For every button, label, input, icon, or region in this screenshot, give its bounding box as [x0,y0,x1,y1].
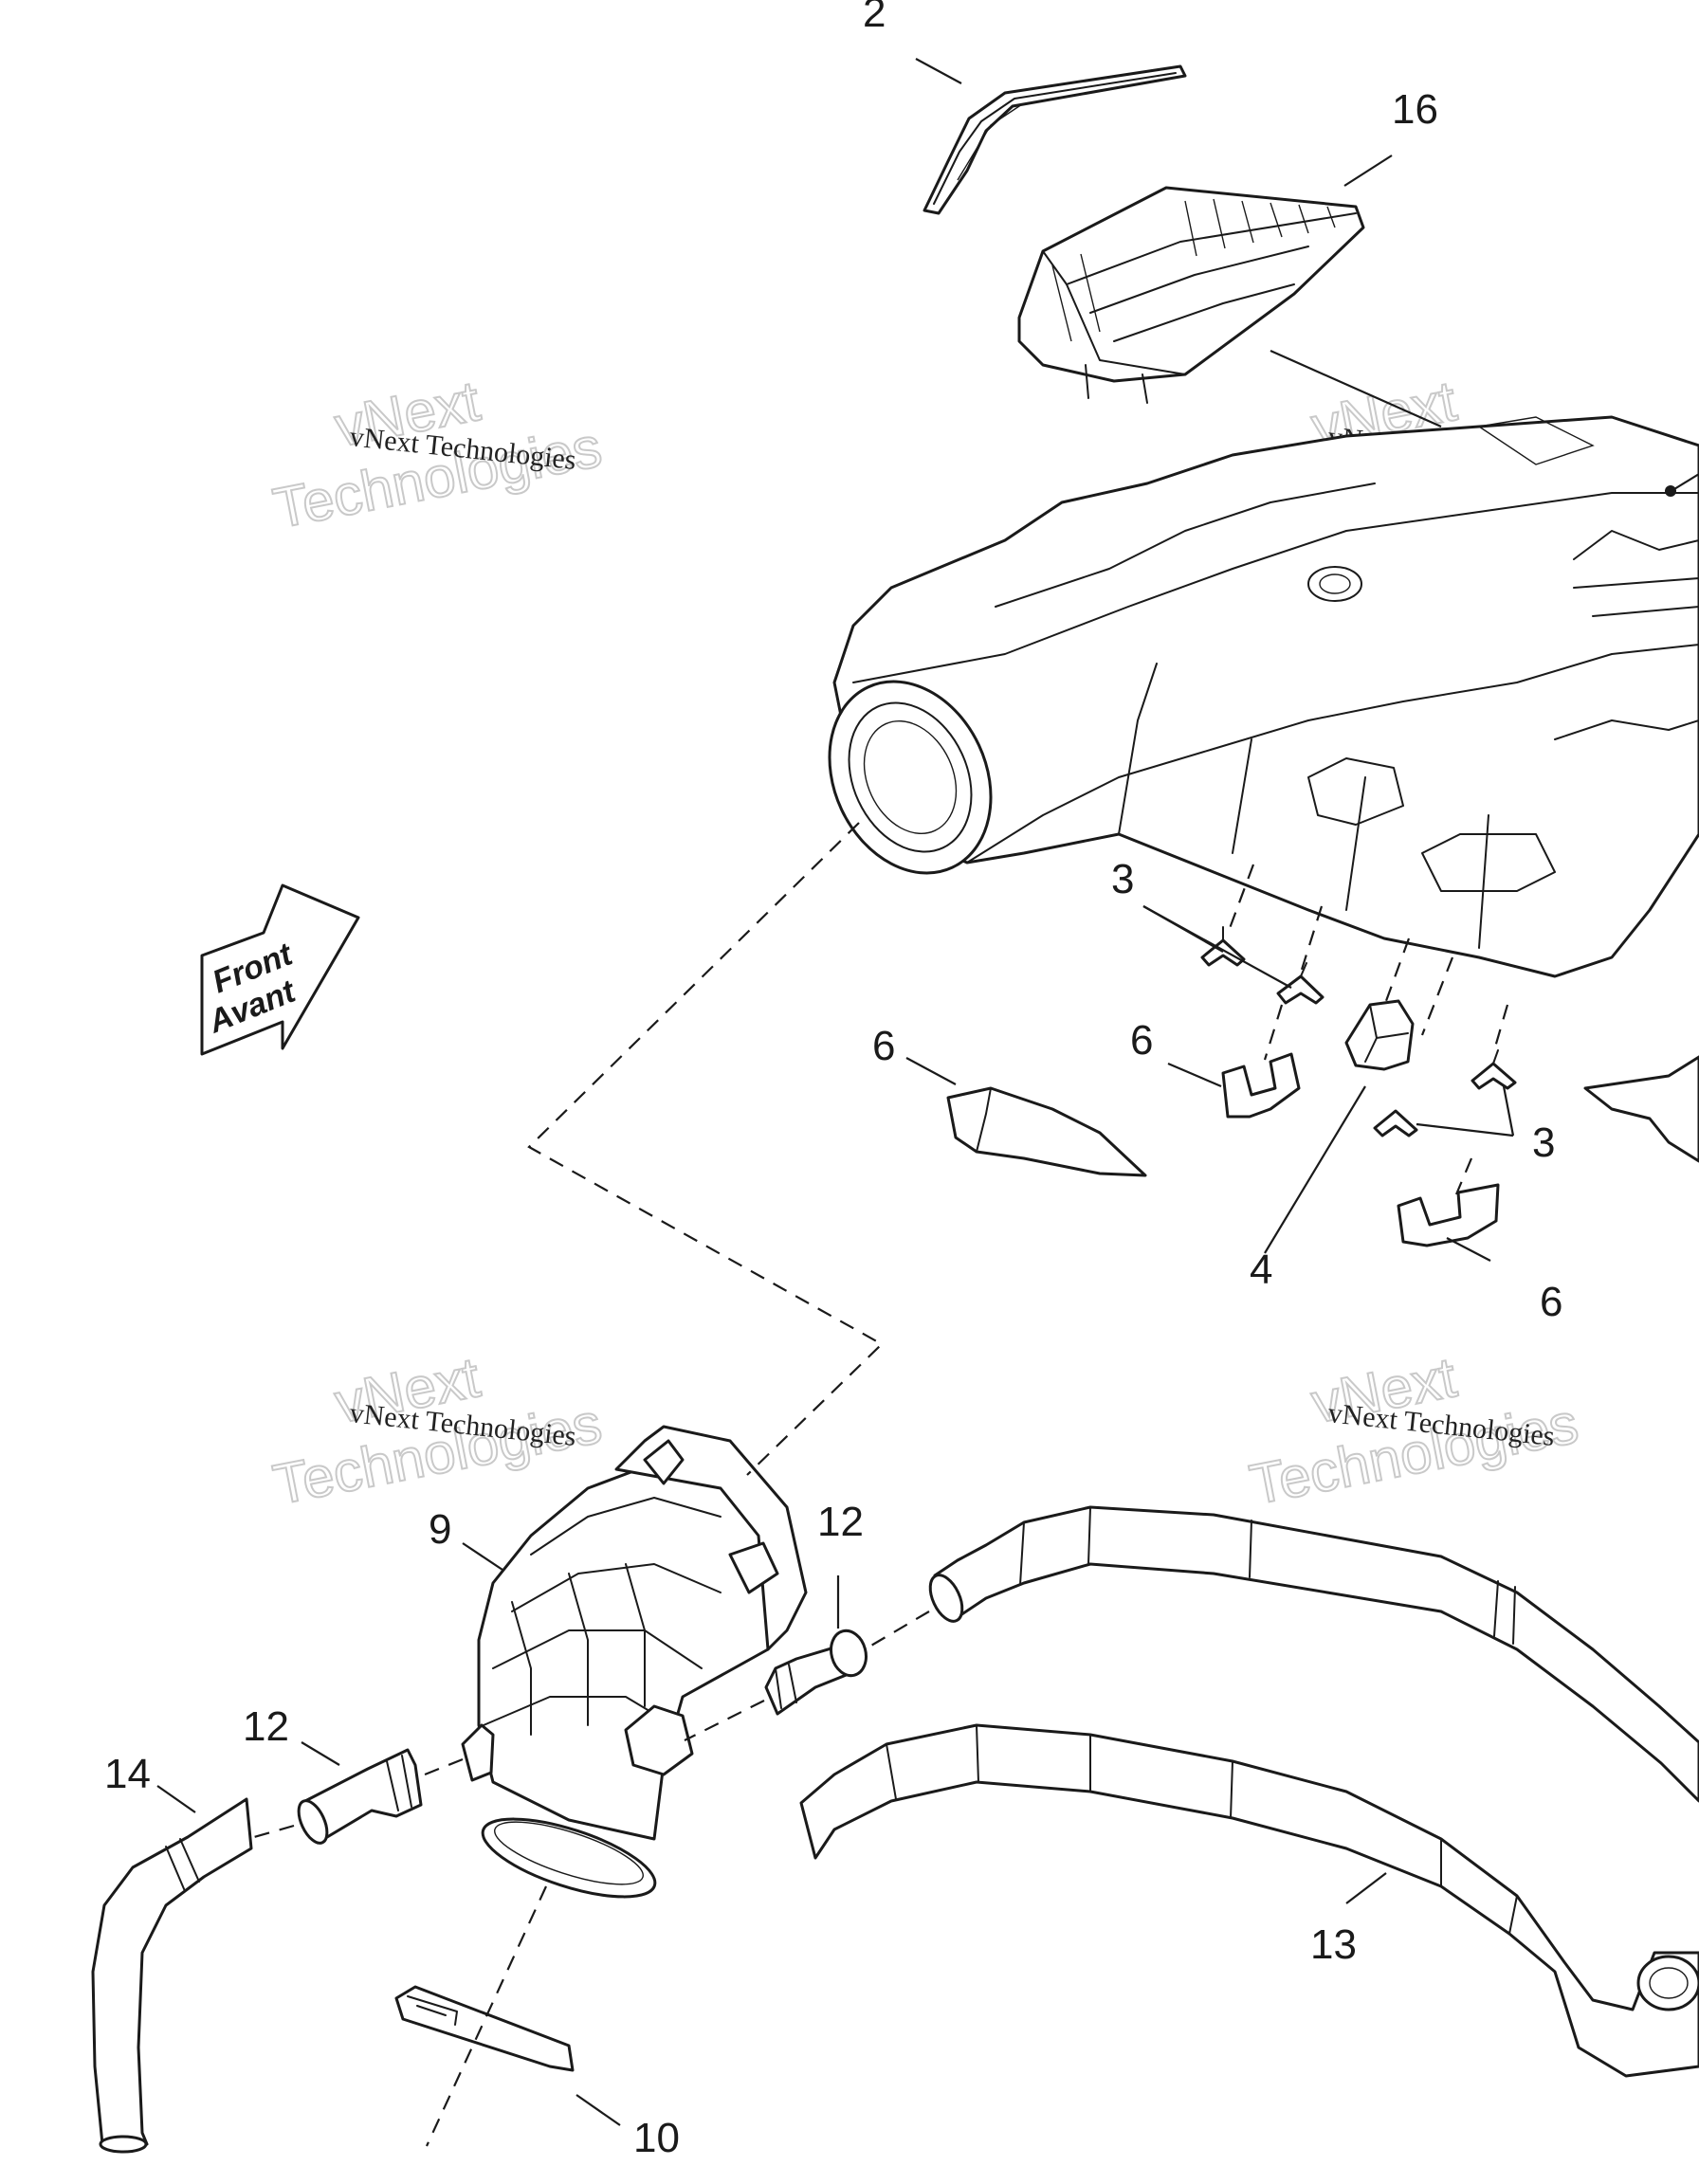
front-direction-arrow: Front Avant [200,883,360,1056]
callout-10: 10 [633,2115,680,2161]
callout-9: 9 [429,1506,451,1553]
callout-6: 6 [1130,1017,1153,1064]
part-3-grommet [1276,962,1324,1005]
part-12-fitting-left [297,1748,423,1845]
part-6-strap [946,1086,1147,1177]
reference-dot [1665,485,1676,497]
part-3-grommet [1471,1049,1517,1090]
callout-13: 13 [1310,1921,1357,1968]
part-16-filter [1017,186,1365,404]
callout-3: 3 [1532,1119,1555,1166]
callout-16: 16 [1392,86,1438,133]
part-13-hose [928,1505,1699,1803]
leader-lines [156,58,1515,2126]
part-6-clip [1397,1183,1500,1247]
part-12-fitting-right [764,1629,868,1716]
part-13-hose [799,1723,1699,2078]
part-14-hose [91,1797,253,2154]
part-3-grommet [1373,1109,1418,1138]
part-4-bracket [1344,999,1415,1071]
part-9-adaptor [461,1425,808,1899]
callout-6: 6 [872,1023,895,1069]
air-box-housing [828,349,1699,978]
callout-6: 6 [1540,1279,1562,1325]
right-edge-part [1583,1055,1699,1163]
callout-12: 12 [817,1499,864,1545]
callout-4: 4 [1250,1247,1272,1293]
part-2-seal [923,64,1187,215]
callout-12: 12 [243,1703,289,1750]
part-3-grommet [1200,926,1246,967]
callout-2: 2 [863,0,886,36]
part-6-clip [1221,1052,1301,1119]
assembly-lines [253,822,1509,2147]
callout-3: 3 [1111,856,1134,902]
callouts: 2 16 3 3 6 6 6 4 9 12 12 14 13 10 [104,0,1562,2161]
callout-14: 14 [104,1751,151,1797]
part-10-clamp [394,1985,575,2072]
